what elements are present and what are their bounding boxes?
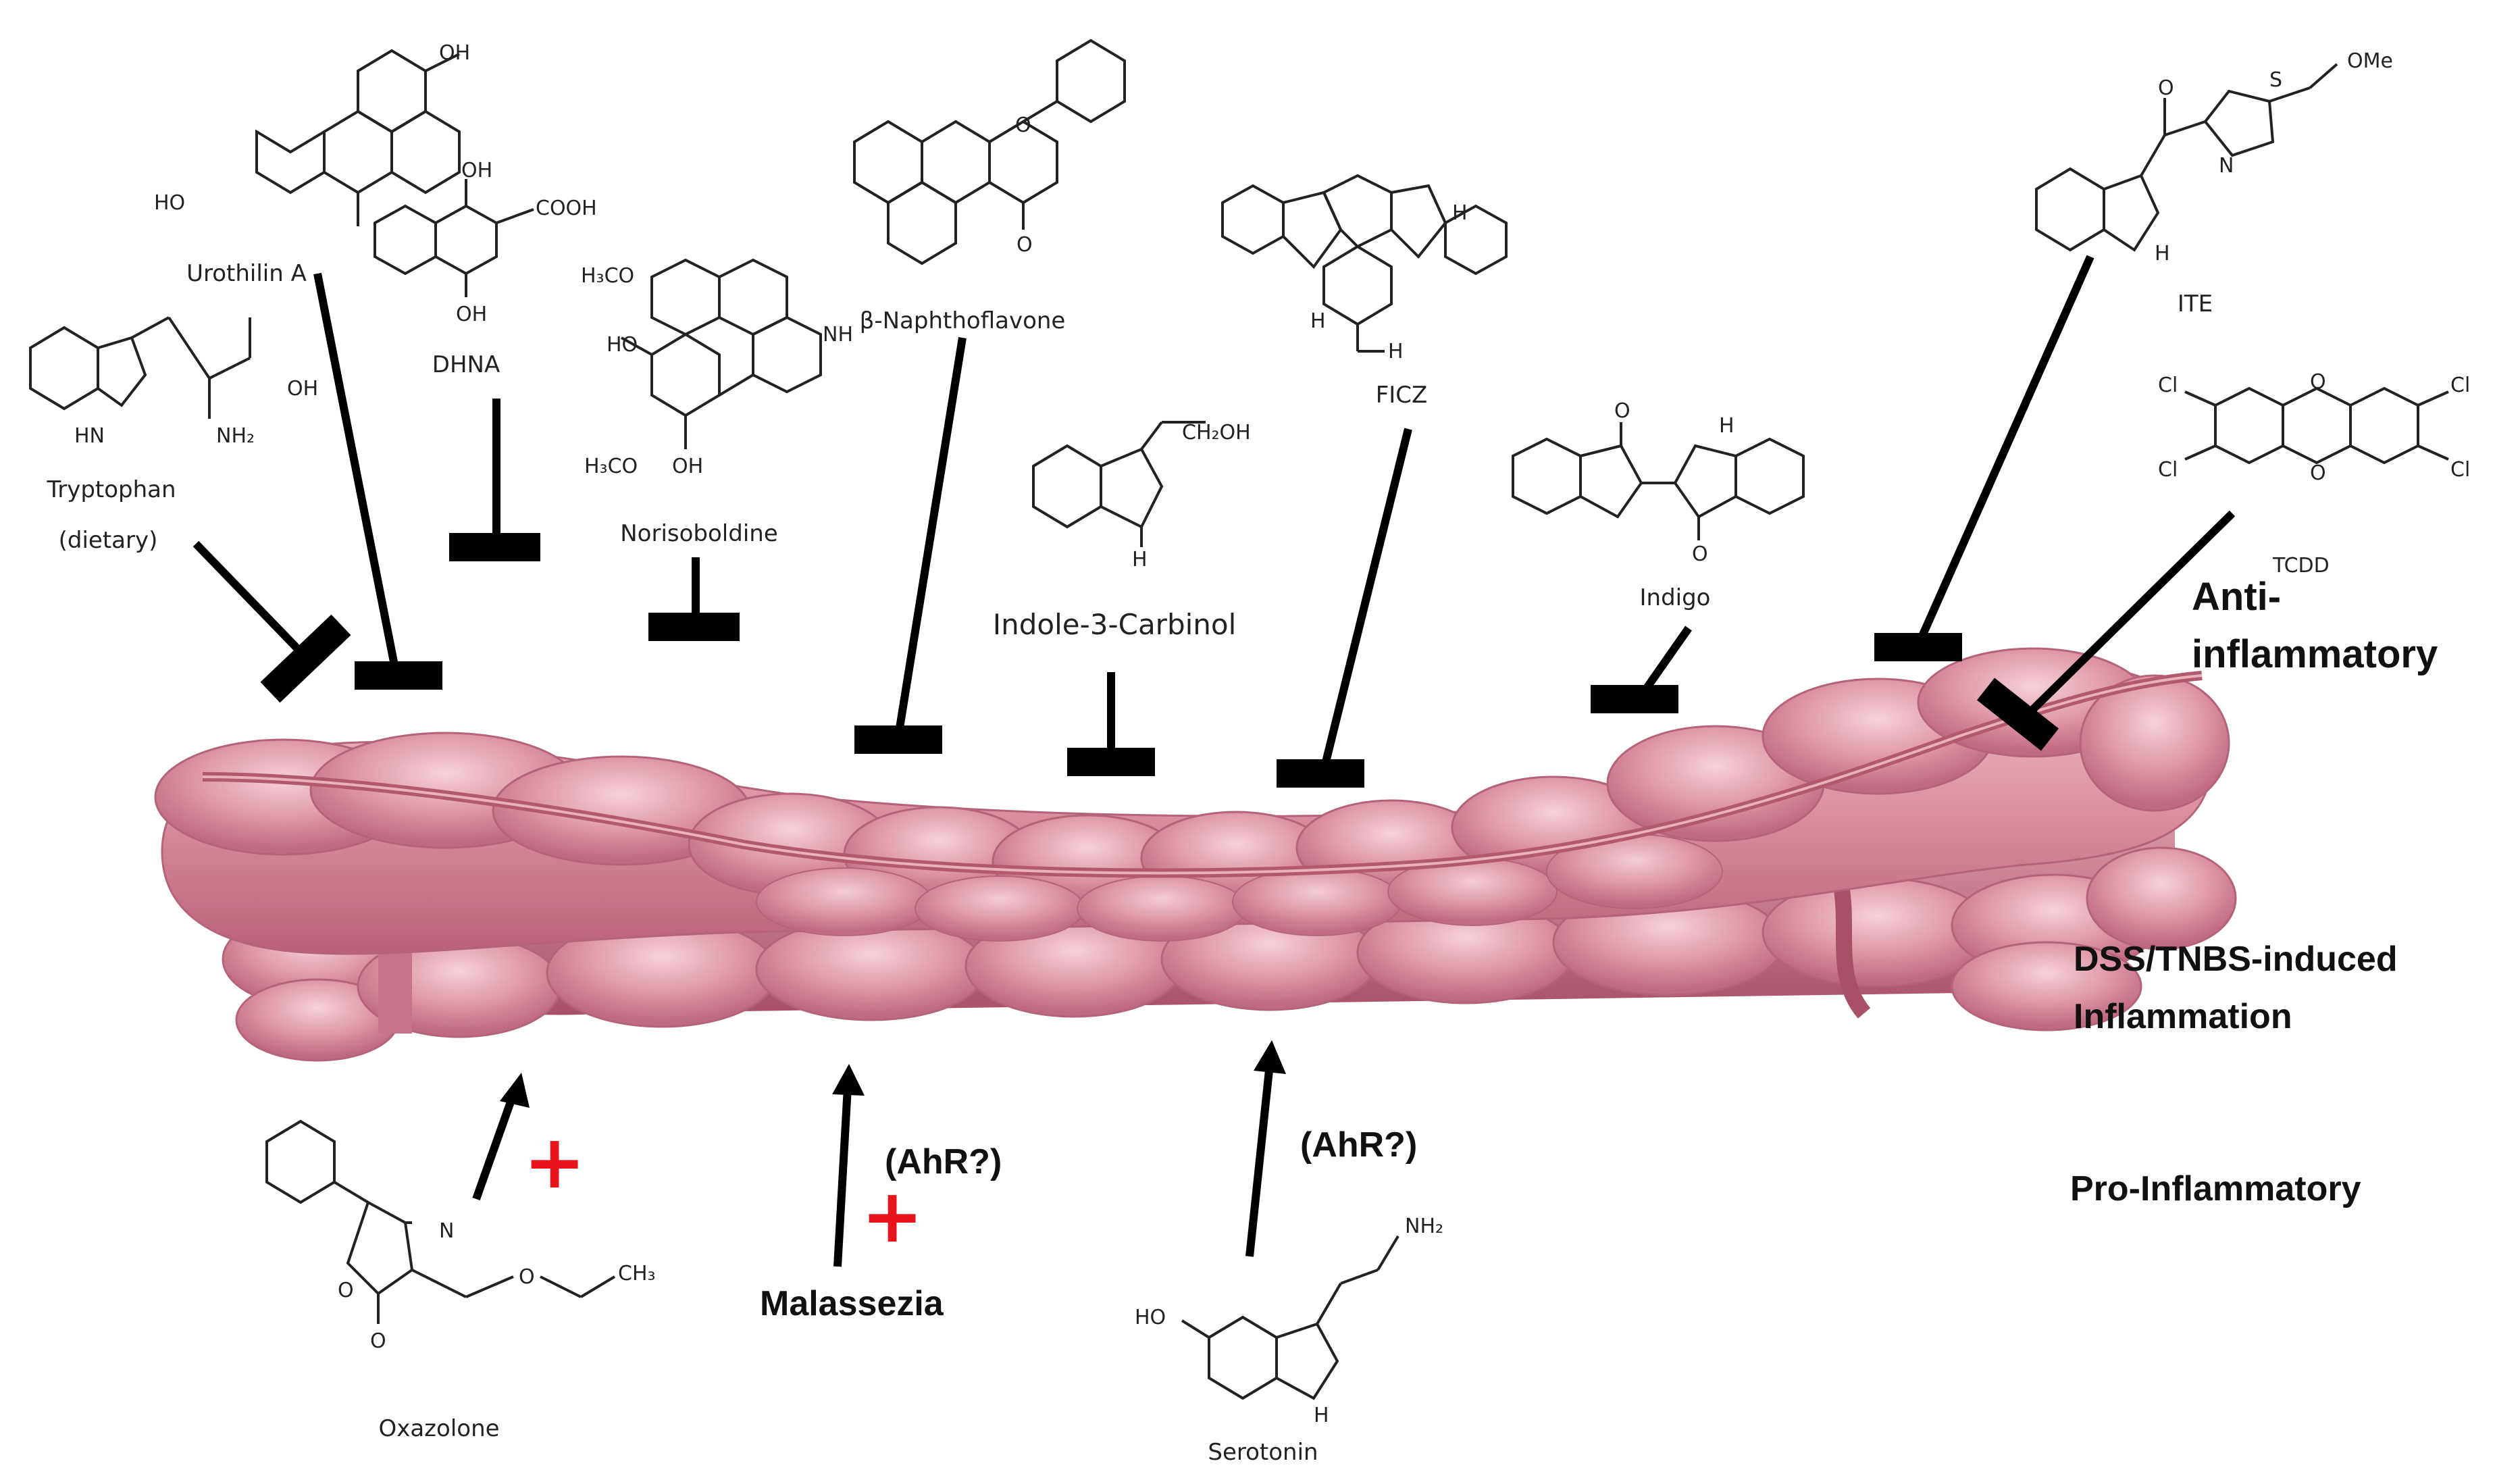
- label-serotonin: Serotonin: [1208, 1439, 1318, 1466]
- atom-ho: HO: [1135, 1306, 1166, 1329]
- indigo-structure: [1512, 422, 1805, 540]
- atom-h: H: [1388, 340, 1404, 363]
- atom-o: O: [519, 1265, 535, 1289]
- inhibition-arrows: [192, 255, 2236, 788]
- atom-cl: Cl: [2450, 458, 2470, 482]
- label-ahr-2: (AhR?): [1300, 1125, 1418, 1165]
- atom-cl: Cl: [2158, 374, 2178, 397]
- atom-o: O: [1692, 542, 1708, 566]
- label-ahr-1: (AhR?): [885, 1142, 1002, 1181]
- label-ite: ITE: [2177, 290, 2213, 317]
- label-tcdd: TCDD: [2273, 554, 2330, 578]
- label-oxazolone: Oxazolone: [378, 1415, 500, 1442]
- atom-ho: HO: [607, 333, 638, 357]
- label-urothilin: Urothilin A: [186, 260, 307, 287]
- label-malassezia: Malassezia: [760, 1284, 944, 1323]
- atom-h: H: [2155, 242, 2170, 265]
- label-anti-line2: inflammatory: [2192, 632, 2438, 676]
- label-dhna: DHNA: [432, 351, 500, 378]
- atom-h: H: [1310, 309, 1326, 333]
- label-indigo: Indigo: [1639, 584, 1711, 611]
- serotonin-structure: [1181, 1235, 1399, 1400]
- atom-o: O: [1015, 113, 1031, 137]
- oxazolone-structure: [265, 1119, 616, 1324]
- atom-cooh: COOH: [536, 197, 597, 220]
- atom-nh: NH: [823, 323, 853, 347]
- atom-s: S: [2269, 68, 2282, 92]
- atom-n: N: [2219, 154, 2234, 178]
- label-tryptophan: Tryptophan: [47, 476, 176, 503]
- label-pro-inflammatory: Pro-Inflammatory: [2070, 1169, 2361, 1208]
- atom-o: O: [2158, 76, 2174, 100]
- norisoboldine-structure: [621, 258, 822, 449]
- atom-oh: OH: [461, 159, 492, 182]
- atom-oh: OH: [287, 377, 318, 401]
- plus-sign-malassezia: +: [861, 1173, 924, 1259]
- label-tryptophan-note: (dietary): [58, 527, 158, 554]
- atom-h3co: H₃CO: [581, 264, 634, 288]
- atom-h3co: H₃CO: [584, 455, 638, 478]
- i3c-structure: [1032, 421, 1206, 547]
- label-anti-line1: Anti-: [2192, 575, 2282, 619]
- atom-h: H: [1314, 1404, 1329, 1427]
- tcdd-structure: [2184, 386, 2449, 465]
- atom-o: O: [1614, 399, 1630, 423]
- label-i3c: Indole-3-Carbinol: [992, 608, 1237, 641]
- activation-arrows: [472, 1040, 1286, 1267]
- colon-illustration: [154, 647, 2237, 1062]
- atom-ho: HO: [154, 191, 185, 215]
- label-inflammation: Inflammation: [2074, 997, 2292, 1036]
- label-ficz: FICZ: [1375, 382, 1428, 409]
- label-dss: DSS/TNBS-induced: [2074, 940, 2398, 979]
- atom-o: O: [2310, 370, 2326, 394]
- atom-cl: Cl: [2158, 458, 2178, 482]
- ite-structure: [2035, 63, 2338, 252]
- atom-hn: HN: [74, 424, 105, 448]
- atom-h: H: [1452, 201, 1468, 225]
- atom-oh: OH: [456, 303, 487, 326]
- atom-o: O: [1017, 233, 1033, 257]
- atom-cl: Cl: [2450, 374, 2470, 397]
- label-norisoboldine: Norisoboldine: [620, 520, 778, 547]
- atom-nh2: NH₂: [1405, 1215, 1443, 1238]
- atom-labels: OH HO OH COOH OH OH NH₂ HN H₃CO HO NH H₃…: [74, 41, 2470, 1427]
- dhna-structure: [374, 179, 534, 297]
- urothilin-structure: [255, 49, 461, 226]
- atom-ome: OMe: [2347, 49, 2393, 73]
- label-naphthoflavone: β-Naphthoflavone: [859, 307, 1066, 334]
- atom-o: O: [370, 1329, 386, 1353]
- plus-sign-oxazolone: +: [523, 1119, 586, 1205]
- atom-ch2oh: CH₂OH: [1182, 421, 1251, 444]
- atom-h: H: [1132, 548, 1148, 571]
- atom-o: O: [2310, 461, 2326, 485]
- naphthoflavone-structure: [853, 39, 1126, 265]
- atom-ch3: CH₃: [618, 1262, 656, 1285]
- atom-o: O: [338, 1279, 354, 1302]
- ficz-structure: [1221, 174, 1508, 353]
- atom-oh: OH: [439, 41, 470, 65]
- atom-nh2: NH₂: [216, 424, 255, 448]
- atom-h: H: [1719, 414, 1734, 438]
- tryptophan-structure: [29, 316, 251, 419]
- atom-oh: OH: [672, 455, 703, 478]
- atom-n: N: [439, 1219, 454, 1243]
